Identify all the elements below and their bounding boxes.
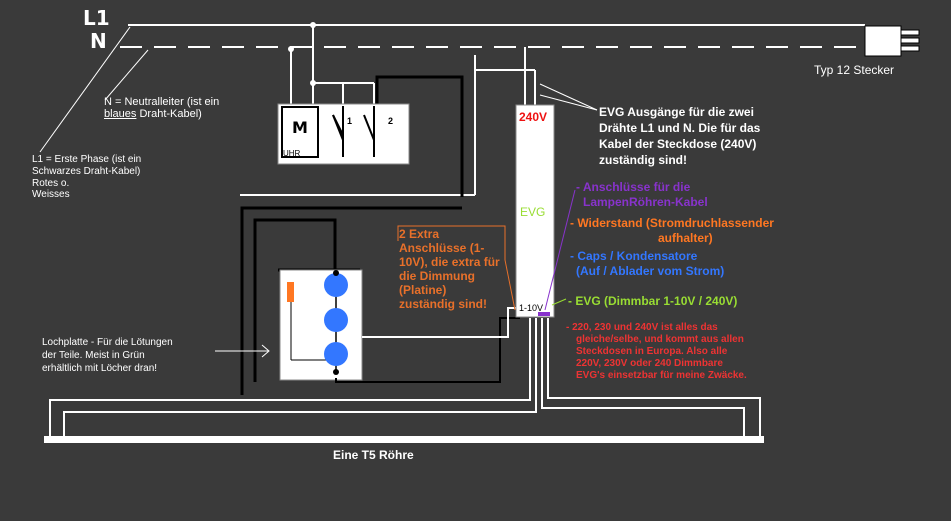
black-wire-loop <box>240 206 462 395</box>
voltage-note-line-5: EVG's einsetzbar für meine Zwäcke. <box>576 370 747 381</box>
tube-wire-left-inner <box>63 318 537 437</box>
tube-wire-left-outer <box>49 318 531 437</box>
capacitor-3-icon <box>324 342 348 366</box>
evg-outputs-line-3: Kabel der Steckdose (240V) <box>599 137 757 151</box>
evg-top-label: 240V <box>519 110 547 124</box>
l1-label: L1 <box>83 6 110 30</box>
lochplatte-line-2: der Teile. Meist in Grün <box>42 350 145 361</box>
legend-evg: - EVG (Dimmbar 1-10V / 240V) <box>568 293 737 309</box>
legend-capacitor: - Caps / Kondensatore (Auf / Ablader vom… <box>570 249 724 279</box>
black-wire-top <box>375 75 464 197</box>
extra-line-4: die Dimmung <box>399 269 476 283</box>
evg-mid-label: EVG <box>520 205 545 219</box>
voltage-note: - 220, 230 und 240V ist alles das gleich… <box>566 322 747 382</box>
extra-annotation: 2 Extra Anschlüsse (1- 10V), die extra f… <box>399 227 500 311</box>
phase-annotation-line-3: Rotes o. <box>32 178 70 189</box>
t5-tube <box>44 436 764 443</box>
legend-capacitor-line-1: - Caps / Kondensatore <box>570 249 698 263</box>
evg-bottom-label: 1-10V <box>519 303 543 313</box>
black-wire-inner <box>253 218 337 382</box>
phase-annotation-2: Rotes o. Weisses <box>32 178 70 200</box>
neutral-blue-word: blaues <box>104 108 137 120</box>
lochplatte-line-3: erhältlich mit Löcher dran! <box>42 363 158 374</box>
phase-pointer <box>39 26 131 153</box>
extra-line-3: 10V), die extra für <box>399 255 500 269</box>
extra-line-5: (Platine) <box>399 283 447 297</box>
tube-wire-right-inner <box>547 318 761 437</box>
neutral-annotation-line-1: N = Neutralleiter (ist ein <box>104 96 220 108</box>
evg-outputs-line-1: EVG Ausgänge für die zwei <box>599 105 754 119</box>
legend-resistor-line-2: aufhalter) <box>658 231 713 245</box>
switch-1-contact <box>332 114 344 141</box>
legend-evg-line-1: - EVG (Dimmbar 1-10V / 240V) <box>568 294 738 308</box>
extra-line-6: zuständig sind! <box>399 297 487 311</box>
lochplatte-annotation: Lochplatte - Für die Lötungen der Teile.… <box>42 336 173 375</box>
legend-terminals-line-1: - Anschlüsse für die <box>576 180 691 194</box>
phase-annotation-line-1: L1 = Erste Phase (ist ein <box>32 154 142 165</box>
tube-label: Eine T5 Röhre <box>333 448 414 462</box>
board-output-white <box>362 307 518 338</box>
neutral-rest: Draht-Kabel) <box>136 108 202 120</box>
lochplatte-arrowhead <box>261 344 270 358</box>
motor-label: M <box>292 118 308 137</box>
legend-resistor-line-1: - Widerstand (Stromdruchlassender <box>570 216 774 230</box>
legend-terminals: - Anschlüsse für die LampenRöhren-Kabel <box>576 180 708 210</box>
plug-icon <box>864 25 920 57</box>
board-dot-top <box>333 270 339 276</box>
board-output-black <box>335 317 520 383</box>
legend-terminals-line-2: LampenRöhren-Kabel <box>583 195 708 209</box>
neutral-pointer <box>104 49 149 101</box>
capacitor-1-icon <box>324 273 348 297</box>
switch-2-contact <box>363 114 375 141</box>
voltage-note-line-3: Steckdosen in Europa. Also alle <box>576 346 728 357</box>
switch-2-label: 2 <box>388 116 393 126</box>
phase-annotation-line-2: Schwarzes Draht-Kabel) <box>32 166 141 177</box>
l1-junction <box>310 22 316 28</box>
phase-annotation-line-4: Weisses <box>32 189 70 200</box>
legend-resistor: - Widerstand (Stromdruchlassender aufhal… <box>570 216 774 246</box>
motor-box <box>281 106 319 158</box>
evg-outputs-annotation: EVG Ausgänge für die zwei Drähte L1 und … <box>599 104 760 168</box>
n-junction <box>288 46 294 52</box>
evg-output-terminals <box>538 312 550 316</box>
plug-label: Typ 12 Stecker <box>814 63 895 77</box>
evg-outputs-line-2: Drähte L1 und N. Die für das <box>599 121 761 135</box>
legend-pointer-2 <box>551 298 567 306</box>
neutral-annotation: N = Neutralleiter (ist ein blaues Draht-… <box>104 96 219 120</box>
resistor-icon <box>287 282 294 302</box>
board-dot-bottom <box>333 369 339 375</box>
lochplatte-line-1: Lochplatte - Für die Lötungen <box>42 337 173 348</box>
capacitor-2-icon <box>324 308 348 332</box>
voltage-note-line-2: gleiche/selbe, und kommt aus allen <box>576 334 744 345</box>
voltage-note-line-4: 220V, 230V oder 240 Dimmbare <box>576 358 723 369</box>
legend-capacitor-line-2: (Auf / Ablader vom Strom) <box>576 264 725 278</box>
evg-box <box>515 104 555 318</box>
phase-annotation: L1 = Erste Phase (ist ein Schwarzes Drah… <box>32 154 141 178</box>
n-label: N <box>90 29 107 53</box>
tube-wire-right-outer <box>541 318 745 437</box>
extra-line-2: Anschlüsse (1- <box>399 241 485 255</box>
extra-bracket <box>397 225 516 311</box>
timer-label: UHR <box>283 149 301 158</box>
evg-outputs-line-4: zuständig sind! <box>599 153 687 167</box>
extra-line-1: 2 Extra <box>399 227 440 241</box>
switch-1-label: 1 <box>347 116 352 126</box>
evg-pointer-1 <box>539 83 598 111</box>
neutral-annotation-line-2: blaues Draht-Kabel) <box>104 108 219 120</box>
legend-pointer-1 <box>544 189 576 311</box>
voltage-note-line-1: - 220, 230 und 240V ist alles das <box>566 322 718 333</box>
evg-pointer-2 <box>539 94 598 111</box>
